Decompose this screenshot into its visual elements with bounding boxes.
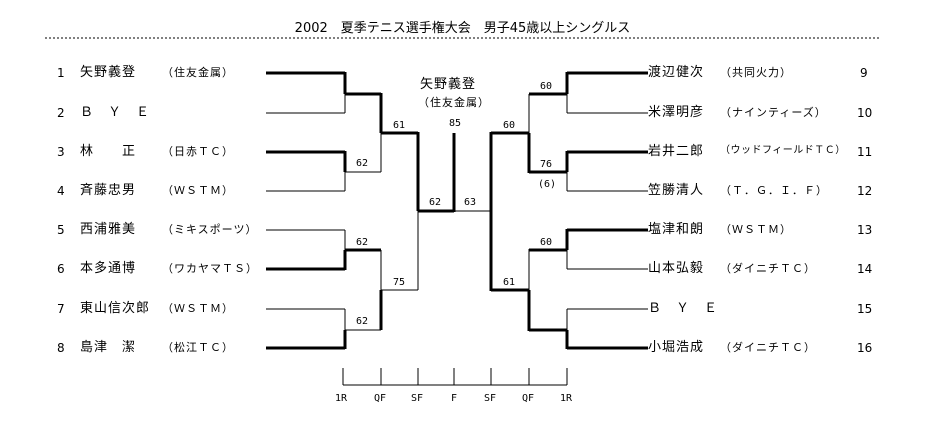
player-name: 笠勝清人	[648, 183, 705, 198]
round-label: QF	[522, 393, 535, 404]
player-club: （ダイニチＴＣ）	[720, 262, 816, 275]
player-name: 渡辺健次	[648, 65, 705, 80]
player-club: （ミキスポーツ）	[162, 223, 258, 236]
player-name: 林 正	[80, 144, 137, 159]
player-club: （共同火力）	[720, 66, 792, 79]
round-label: SF	[411, 393, 424, 404]
match-score: 61	[503, 277, 516, 288]
match-score: 62	[356, 158, 369, 169]
seed-number: 13	[857, 223, 873, 237]
match-score: 61	[393, 120, 406, 131]
page-title: 2002 夏季テニス選手権大会 男子45歳以上シングルス	[294, 21, 631, 36]
seed-number: 6	[57, 262, 65, 276]
player-name: 矢野義登	[80, 65, 137, 80]
seed-number: 11	[857, 145, 873, 159]
player-club: （ＷＳＴＭ）	[162, 184, 234, 197]
match-score: 60	[503, 120, 516, 131]
champion-name: 矢野義登	[420, 77, 477, 92]
seed-number: 3	[57, 145, 65, 159]
player-name: 東山信次郎	[80, 301, 151, 316]
seed-number: 7	[57, 302, 65, 316]
seed-number: 12	[857, 184, 873, 198]
round-label: 1R	[335, 393, 348, 404]
round-label: 1R	[560, 393, 573, 404]
seed-number: 8	[57, 341, 65, 355]
player-club: （日赤ＴＣ）	[162, 145, 234, 158]
round-label: QF	[374, 393, 387, 404]
player-club: （ワカヤマＴＳ）	[162, 262, 258, 275]
player-club: （ダイニチＴＣ）	[720, 341, 816, 354]
player-club: （住友金属）	[162, 66, 234, 79]
match-score: 75	[393, 277, 406, 288]
match-score: 63	[464, 197, 477, 208]
player-club: （Ｔ．Ｇ．Ｉ．Ｆ）	[720, 184, 828, 197]
player-club: （松江ＴＣ）	[162, 341, 234, 354]
seed-number: 14	[857, 262, 873, 276]
player-name: 小堀浩成	[648, 340, 705, 355]
player-name: 塩津和朗	[648, 222, 705, 237]
player-name: Ｂ Ｙ Ｅ	[80, 105, 151, 120]
player-name: Ｂ Ｙ Ｅ	[648, 301, 719, 316]
match-score: 85	[449, 118, 462, 129]
player-name: 斉藤忠男	[80, 183, 137, 198]
player-name: 島津 潔	[80, 340, 137, 355]
player-club: （ウッドフィールドＴＣ）	[720, 145, 846, 156]
match-score: 60	[540, 81, 553, 92]
match-score: 62	[356, 237, 369, 248]
seed-number: 15	[857, 302, 873, 316]
seed-number: 9	[860, 66, 868, 80]
player-club: （ＷＳＴＭ）	[720, 223, 792, 236]
player-name: 山本弘毅	[648, 261, 705, 276]
match-score: 60	[540, 237, 553, 248]
seed-number: 4	[57, 184, 65, 198]
seed-number: 1	[57, 66, 65, 80]
round-label: SF	[484, 393, 497, 404]
player-name: 本多通博	[80, 261, 137, 276]
player-club: （ＷＳＴＭ）	[162, 302, 234, 315]
tiebreak-score: (6)	[538, 179, 557, 190]
seed-number: 10	[857, 106, 873, 120]
player-club: （ナインティーズ）	[720, 106, 827, 119]
match-score: 62	[356, 316, 369, 327]
player-name: 岩井二郎	[648, 144, 705, 159]
champion-club: （住友金属）	[418, 96, 490, 109]
seed-number: 2	[57, 106, 65, 120]
match-score: 76	[540, 159, 553, 170]
round-label: F	[451, 393, 458, 404]
seed-number: 16	[857, 341, 873, 355]
player-name: 西浦雅美	[80, 222, 137, 237]
seed-number: 5	[57, 223, 65, 237]
match-score: 62	[429, 197, 442, 208]
player-name: 米澤明彦	[648, 105, 705, 120]
